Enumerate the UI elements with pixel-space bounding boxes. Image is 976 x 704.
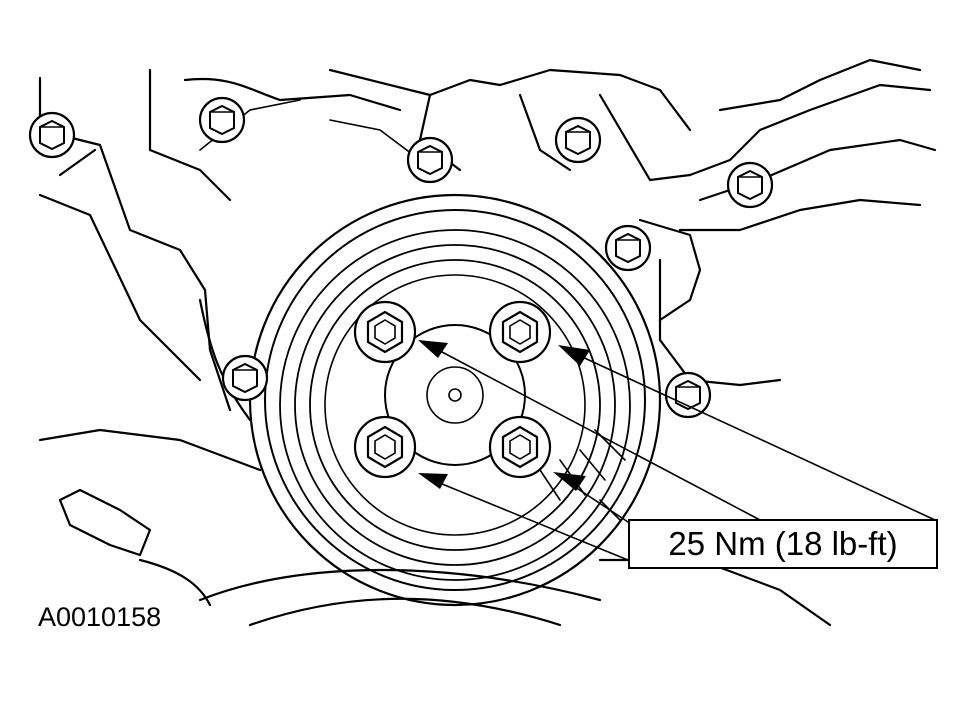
hex-bolt-icon [353, 300, 417, 364]
hex-bolt-icon [488, 415, 552, 479]
arrow-head-icon [418, 340, 448, 358]
figure-id: A0010158 [38, 602, 162, 632]
arrow-head-icon [558, 345, 590, 366]
hex-bolt-icon [554, 116, 602, 164]
arrow-head-icon [553, 472, 586, 491]
hex-bolt-icon [28, 111, 76, 159]
hex-bolt-icon [664, 371, 712, 419]
engine-housing [38, 58, 937, 627]
hex-bolt-icon [406, 136, 454, 184]
torque-callout: 25 Nm (18 lb-ft) [628, 519, 938, 569]
water-pump-pulley [248, 193, 662, 607]
torque-label: 25 Nm (18 lb-ft) [668, 525, 898, 562]
hex-bolt-icon [198, 96, 246, 144]
hex-bolt-icon [221, 354, 269, 402]
leader-lines [418, 340, 936, 561]
hex-bolt-icon [353, 415, 417, 479]
hex-bolt-icon [604, 224, 652, 272]
arrow-head-icon [418, 473, 448, 489]
lower-components [58, 488, 602, 627]
hex-bolt-icon [488, 300, 552, 364]
hex-bolt-icon [726, 161, 774, 209]
